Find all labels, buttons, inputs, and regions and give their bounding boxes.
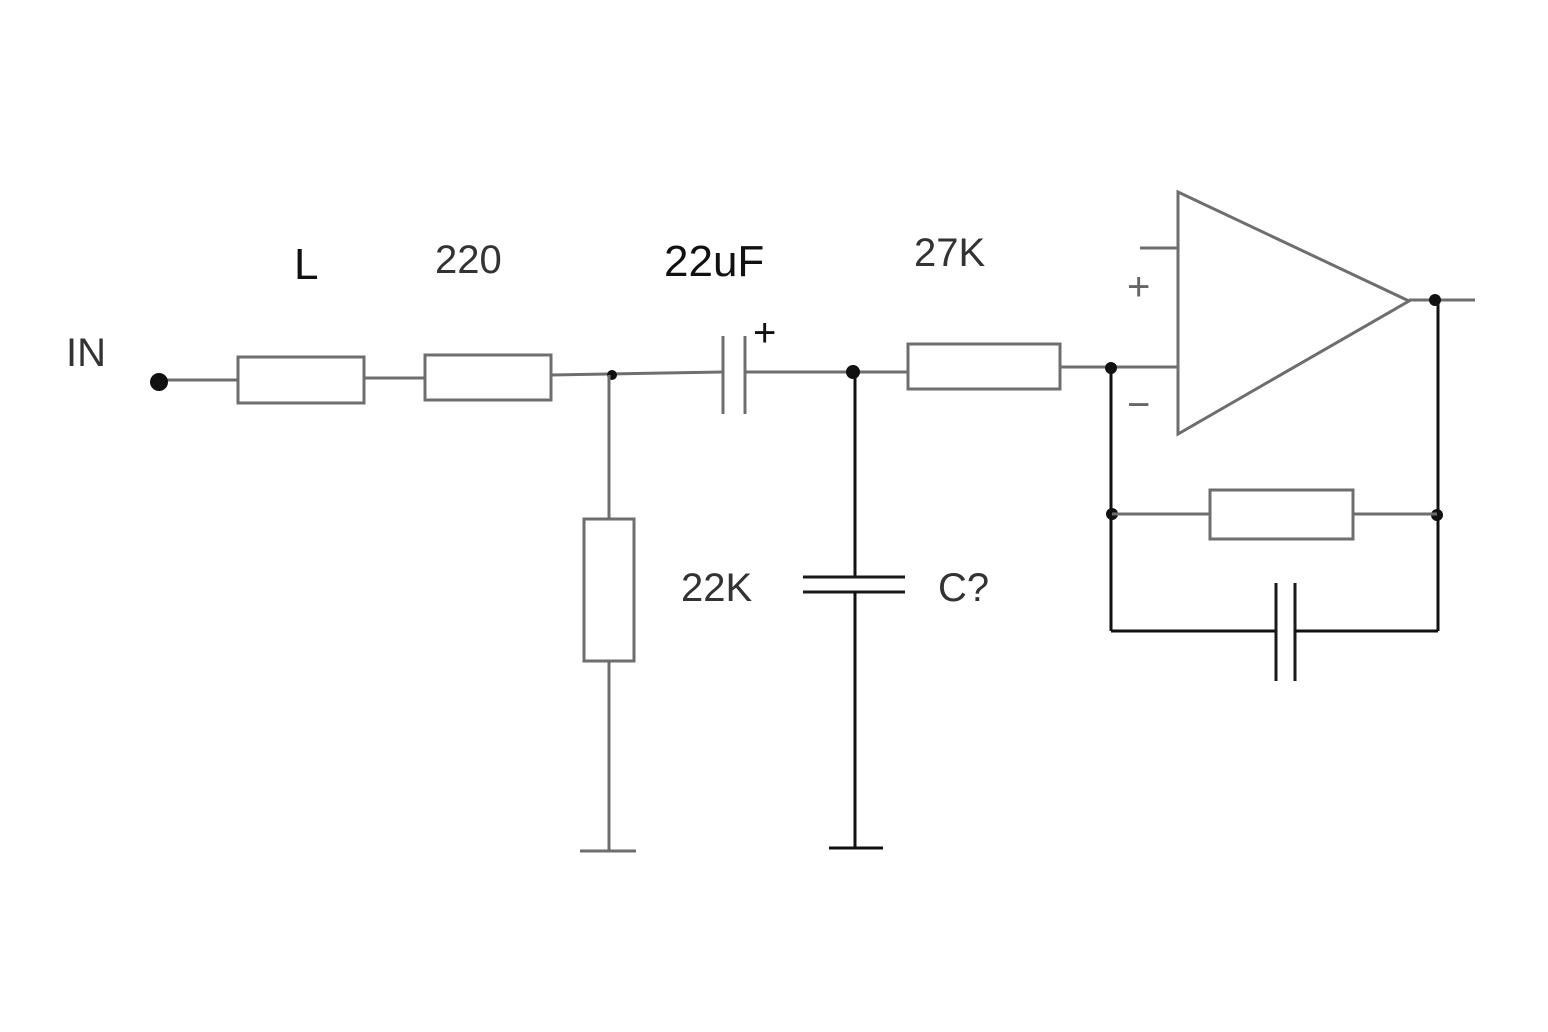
resistor-220 bbox=[423, 353, 553, 402]
resistor-22k bbox=[582, 517, 636, 663]
inductor-l bbox=[236, 355, 366, 405]
opamp-plus-sign: + bbox=[1127, 265, 1150, 309]
capacitor-polarity-mark: + bbox=[753, 311, 776, 355]
input-terminal bbox=[150, 373, 168, 391]
feedback-resistor bbox=[1208, 488, 1355, 541]
opamp-triangle bbox=[1176, 189, 1413, 437]
label-series-resistor: 220 bbox=[435, 238, 502, 282]
label-input: IN bbox=[66, 331, 106, 375]
label-coupling-capacitor: 22uF bbox=[664, 237, 764, 286]
label-unknown-capacitor: C? bbox=[938, 566, 989, 610]
wire-220-to-node bbox=[550, 370, 724, 377]
opamp-minus-sign: − bbox=[1127, 383, 1150, 427]
label-input-resistor: 27K bbox=[914, 231, 985, 275]
junction-node-2 bbox=[846, 365, 860, 379]
resistor-27k bbox=[906, 342, 1062, 391]
label-shunt-resistor: 22K bbox=[681, 566, 752, 610]
label-inductor: L bbox=[294, 240, 318, 289]
